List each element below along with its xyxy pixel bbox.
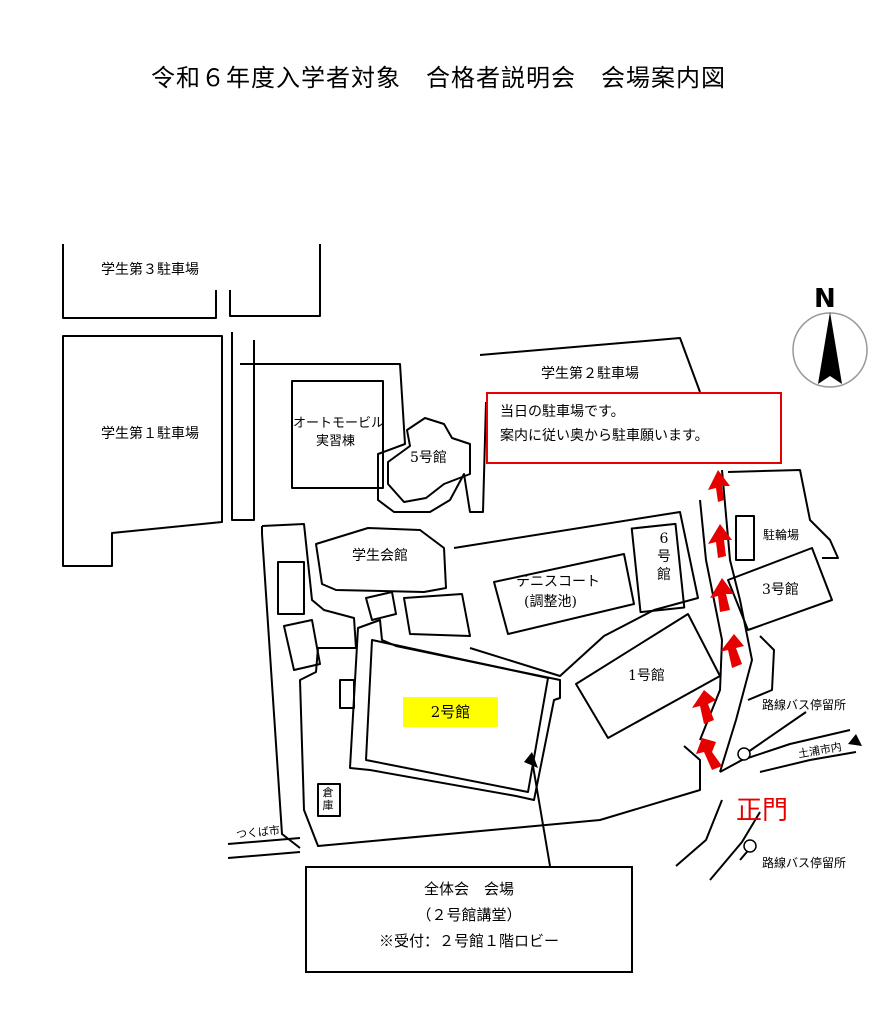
- parking1-outline: [62, 335, 223, 567]
- label-bldg6-c2: 号: [657, 549, 671, 565]
- bike-area: [727, 469, 839, 559]
- auto-compound: [240, 363, 487, 513]
- tennis-court: [493, 553, 635, 635]
- label-bldg1: 1号館: [628, 668, 665, 684]
- route-arrow-2: [692, 690, 716, 724]
- label-bus-stop-upper: 路線バス停留所: [762, 698, 847, 712]
- label-bldg3: 3号館: [762, 582, 799, 598]
- small-bldg-b: [283, 619, 321, 671]
- label-auto-line1: オートモービル: [293, 416, 385, 431]
- tsuchiura-arrow-icon: [848, 734, 862, 746]
- small-bldg-d: [365, 591, 397, 621]
- label-bldg6-c1: 6: [659, 531, 669, 547]
- route-arrow-3: [720, 634, 744, 668]
- bus-stop-lower-icon: [743, 839, 757, 853]
- route-arrow-1: [696, 738, 722, 770]
- venue-callout-line: [531, 759, 551, 867]
- main-road-west: [699, 499, 723, 741]
- label-auto-line2: 実習棟: [316, 434, 356, 449]
- tsukuba-road: [227, 837, 301, 859]
- inner-wall-left: [261, 526, 301, 849]
- compound-left: [261, 523, 701, 847]
- parking2-outline: [479, 337, 701, 393]
- small-bldg-a: [277, 561, 305, 615]
- warehouse: [317, 783, 341, 817]
- venue-callout-arrowhead: [524, 752, 538, 768]
- road-left-inner: [231, 332, 255, 521]
- route-arrow-6: [708, 470, 730, 502]
- route-arrow-5: [708, 524, 732, 558]
- label-bus-stop-lower: 路線バス停留所: [762, 856, 847, 870]
- venue-box: 全体会 会場 （２号館講堂） ※受付：２号館１階ロビー: [305, 866, 633, 973]
- compass-needle-icon: [818, 312, 842, 384]
- bldg2-outer: [349, 619, 561, 801]
- parking3-outline: [62, 244, 321, 319]
- label-parking3: 学生第３駐車場: [101, 262, 199, 278]
- label-warehouse-c1: 倉: [322, 786, 334, 799]
- compass-north-label: N: [814, 284, 836, 314]
- main-road-east: [719, 469, 753, 773]
- small-plot: [403, 593, 471, 637]
- bus-line-upper: [747, 711, 807, 753]
- bldg2-inner: [365, 639, 549, 793]
- bike-shed: [735, 515, 755, 561]
- small-bldg-c: [339, 679, 355, 709]
- parking-note-line1: 当日の駐車場です。: [500, 404, 625, 420]
- label-bldg6: 6 号 館: [656, 530, 672, 584]
- label-main-gate: 正門: [736, 796, 789, 826]
- gate-road: [719, 729, 851, 773]
- page-title: 令和６年度入学者対象 合格者説明会 会場案内図: [151, 64, 726, 92]
- label-warehouse-c2: 庫: [322, 799, 334, 812]
- venue-line3: ※受付：２号館１階ロビー: [378, 932, 559, 950]
- label-warehouse: 倉 庫: [320, 786, 336, 812]
- label-bike: 駐輪場: [763, 528, 800, 542]
- bus-stop-upper-icon: [737, 747, 751, 761]
- gate-road-2: [675, 799, 723, 867]
- bldg3-road: [747, 635, 775, 701]
- label-student-hall: 学生会館: [352, 548, 408, 564]
- compass: [792, 312, 868, 388]
- label-bldg5: 5号館: [410, 450, 447, 466]
- parking-note-line2: 案内に従い奥から駐車願います。: [500, 428, 709, 444]
- label-tennis-line2: (調整池): [524, 594, 577, 610]
- route-arrow-4: [710, 578, 734, 612]
- gate-road-4: [759, 751, 857, 773]
- label-bldg2-highlight: 2号館: [403, 697, 498, 727]
- label-bldg6-c3: 館: [657, 567, 671, 583]
- bldg6-outline: [630, 522, 686, 614]
- label-tennis-line1: テニスコート: [516, 574, 600, 590]
- gate-road-3: [709, 811, 761, 881]
- bldg5-outline: [387, 417, 471, 503]
- label-parking1: 学生第１駐車場: [101, 426, 199, 442]
- venue-line2: （２号館講堂）: [416, 906, 522, 924]
- bldg3-outline: [727, 547, 833, 631]
- parking-note-box: 当日の駐車場です。 案内に従い奥から駐車願います。: [486, 392, 782, 464]
- label-parking2: 学生第２駐車場: [541, 366, 639, 382]
- venue-line1: 全体会 会場: [423, 880, 514, 898]
- route-arrows: [692, 470, 744, 770]
- auto-building: [291, 380, 384, 489]
- student-hall-outline: [315, 527, 447, 593]
